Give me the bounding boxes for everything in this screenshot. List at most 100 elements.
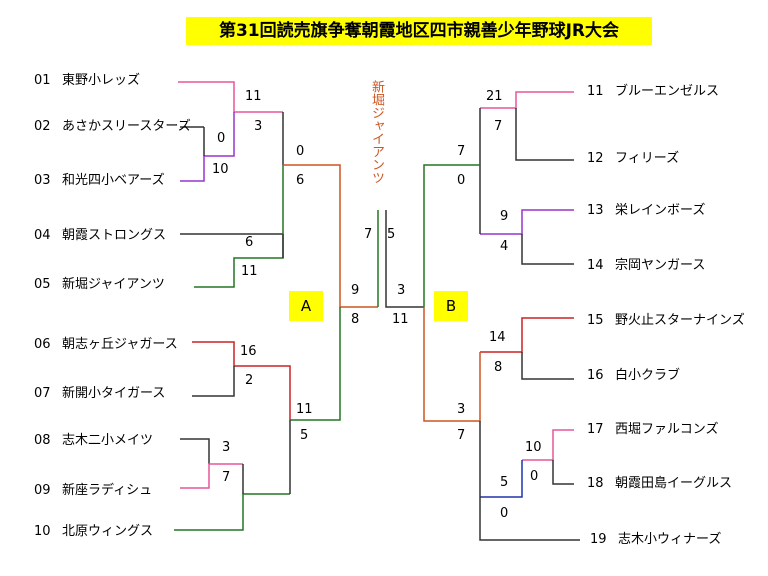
team-18: 18 朝霞田島イーグルス <box>587 476 732 492</box>
line-13 <box>480 209 574 235</box>
score: 0 <box>457 173 466 188</box>
score: 0 <box>296 144 305 159</box>
line-top-right-semi <box>423 164 480 307</box>
line-19 <box>479 497 580 541</box>
winner-vertical-label: 新堀ジャイアンツ <box>369 80 384 184</box>
score: 14 <box>489 330 506 345</box>
score: 3 <box>222 440 231 455</box>
team-13: 13 栄レインボーズ <box>587 203 705 219</box>
team-16: 16 白小クラブ <box>587 368 680 384</box>
score: 11 <box>296 402 313 417</box>
score: 3 <box>397 283 406 298</box>
team-num: 13 <box>587 203 604 218</box>
line-10 <box>174 493 290 531</box>
team-name: 新堀ジャイアンツ <box>62 277 165 292</box>
team-num: 15 <box>587 313 604 328</box>
line-15 <box>480 317 574 353</box>
score: 9 <box>500 209 509 224</box>
line-05 <box>194 165 284 288</box>
team-name: 志木二小メイツ <box>62 433 154 448</box>
team-num: 18 <box>587 476 604 491</box>
score: 5 <box>387 227 396 242</box>
team-name: 宗岡ヤンガース <box>615 258 706 273</box>
team-name: ブルーエンゼルス <box>615 84 720 99</box>
team-name: 白小クラブ <box>615 368 681 383</box>
block-b-label: B <box>434 291 468 321</box>
score: 8 <box>494 360 503 375</box>
line-18 <box>552 460 574 485</box>
line-09 <box>180 463 243 489</box>
line-top-left-semi <box>283 164 378 308</box>
score: 11 <box>245 89 262 104</box>
score: 0 <box>217 131 226 146</box>
score: 11 <box>241 264 258 279</box>
team-name: 新座ラディシュ <box>62 483 153 498</box>
team-num: 01 <box>34 73 51 88</box>
score: 3 <box>457 402 466 417</box>
line-bottom-left-join <box>290 307 341 421</box>
score: 0 <box>500 506 509 521</box>
score: 21 <box>486 89 503 104</box>
score: 7 <box>494 119 503 134</box>
line-bottom-right-join <box>423 307 481 422</box>
score: 2 <box>245 373 254 388</box>
team-num: 05 <box>34 277 51 292</box>
team-num: 17 <box>587 422 604 437</box>
score: 7 <box>457 428 466 443</box>
score: 5 <box>300 428 309 443</box>
team-num: 10 <box>34 524 51 539</box>
score: 0 <box>530 469 539 484</box>
score: 10 <box>212 162 229 177</box>
team-num: 14 <box>587 258 604 273</box>
score: 16 <box>240 344 257 359</box>
team-name: 朝霞田島イーグルス <box>615 476 733 491</box>
score: 7 <box>457 144 466 159</box>
team-num: 16 <box>587 368 604 383</box>
score: 11 <box>392 312 409 327</box>
team-04: 04 朝霞ストロングス <box>34 228 166 244</box>
line-17 <box>522 429 574 461</box>
line-08 <box>180 438 210 464</box>
team-num: 07 <box>34 386 51 401</box>
team-name: 西堀ファルコンズ <box>615 422 719 437</box>
team-17: 17 西堀ファルコンズ <box>587 422 718 438</box>
team-name: 栄レインボーズ <box>615 203 706 218</box>
team-14: 14 宗岡ヤンガース <box>587 258 705 274</box>
line-01 <box>178 81 283 113</box>
team-name: 野火止スターナインズ <box>615 313 745 328</box>
score: 9 <box>351 283 360 298</box>
team-name: 新開小タイガース <box>62 386 166 401</box>
team-10: 10 北原ウィングス <box>34 524 153 540</box>
score: 7 <box>222 470 231 485</box>
team-name: フィリーズ <box>615 151 680 166</box>
team-name: 志木小ウィナーズ <box>618 532 722 547</box>
score: 5 <box>500 475 509 490</box>
line-12 <box>515 108 574 161</box>
line-07 <box>192 366 235 397</box>
line-11 <box>480 91 574 109</box>
line-16 <box>521 352 574 380</box>
team-name: 北原ウィングス <box>62 524 154 539</box>
team-name: 和光四小ベアーズ <box>62 173 165 188</box>
team-15: 15 野火止スターナインズ <box>587 313 745 329</box>
score: 8 <box>351 312 360 327</box>
team-num: 04 <box>34 228 51 243</box>
team-num: 02 <box>34 119 51 134</box>
team-name: 朝霞ストロングス <box>62 228 167 243</box>
team-07: 07 新開小タイガース <box>34 386 165 402</box>
team-num: 12 <box>587 151 604 166</box>
team-name: 東野小レッズ <box>62 73 141 88</box>
team-12: 12 フィリーズ <box>587 151 679 167</box>
line-17-18-join <box>480 460 523 498</box>
team-name: あさかスリースターズ <box>62 119 191 134</box>
team-name: 朝志ヶ丘ジャガース <box>62 337 178 352</box>
team-01: 01 東野小レッズ <box>34 73 140 89</box>
score: 4 <box>500 239 509 254</box>
